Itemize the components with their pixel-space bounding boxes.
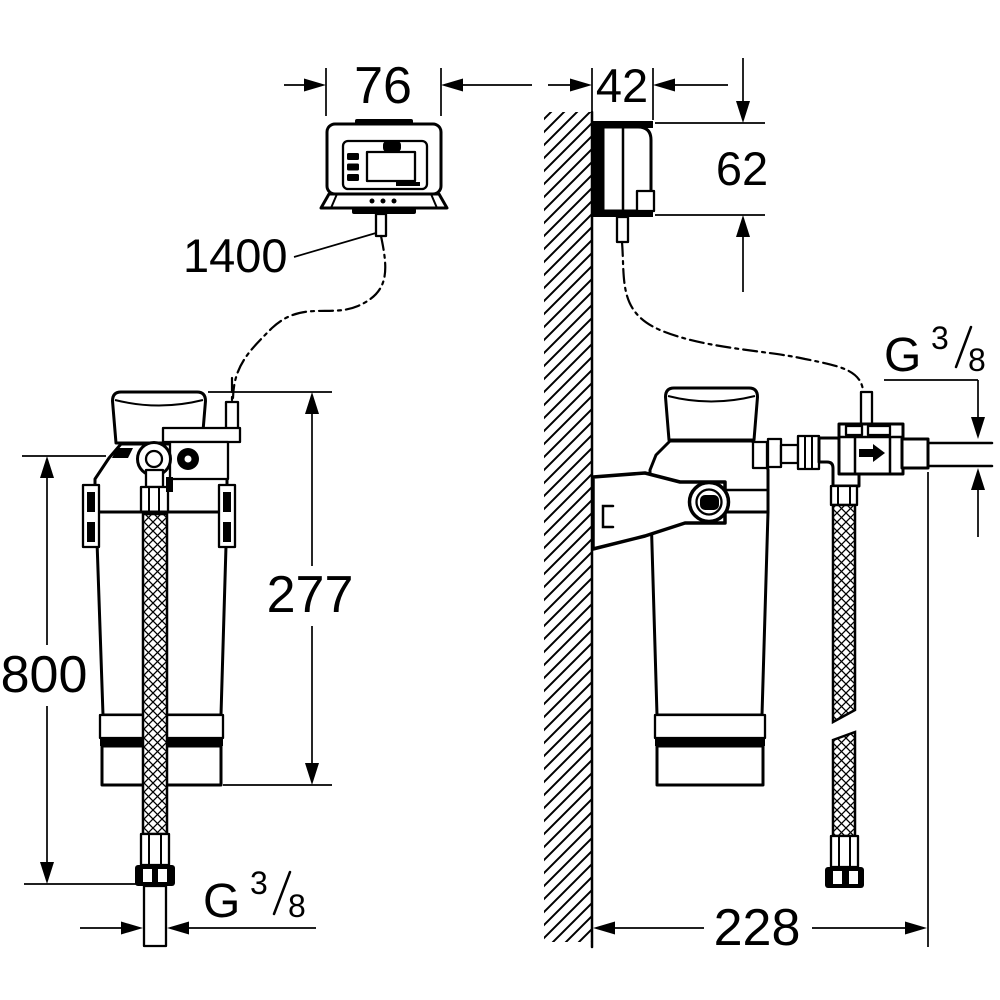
dimension-label-62: 62 [716,142,768,195]
arrowhead-up-icon [736,215,750,237]
dimension-label-228: 228 [714,899,801,957]
control-cable-side [620,240,865,392]
dimension-label-42: 42 [596,59,648,112]
connection-hex-nut [796,434,821,471]
wall-bracket [591,471,731,551]
hose-union-nut [135,865,175,886]
hose-end-pipe [142,884,168,948]
dimension-filter-height: 277 [208,391,354,786]
controller-side-view [592,121,656,244]
dimension-install-height: 800 [1,455,138,885]
arrowhead-left-icon [593,921,615,935]
arrowhead-left-icon [167,921,189,935]
controller-front-view [319,119,449,238]
thread-prefix: G [884,329,921,382]
arrowhead-up-icon [40,456,54,478]
arrowhead-right-icon [304,78,326,92]
button-icon [347,153,359,160]
hose-hex-nut [139,485,170,516]
sensor-dome-icon [383,141,401,152]
arrowhead-left-icon [441,78,463,92]
filter-clip-left [81,483,101,549]
flow-direction-arrow-icon [859,444,885,462]
dimension-label-1400: 1400 [183,229,288,282]
dimension-label-277: 277 [267,566,354,624]
label-cable-length: 1400 [183,229,377,282]
thread-denominator: 8 [288,888,306,924]
display-screen [365,150,417,183]
button-icon [347,174,359,181]
filter-body [649,510,770,717]
arrowhead-up-icon [971,468,985,490]
wall-hatching [544,112,592,942]
supply-hose-side-lower [831,730,857,838]
arrowhead-down-icon [40,862,54,884]
dimension-controller-width: 76 [284,57,532,116]
filter-clip-right [217,483,237,549]
filter-side-view [591,386,864,888]
arrowhead-down-icon [736,101,750,123]
thread-denominator: 8 [968,342,986,378]
supply-hose-side-upper [831,503,857,725]
arrowhead-down-icon [971,417,985,439]
thread-numerator: 3 [931,320,949,356]
angle-valve [837,390,994,476]
arrowhead-left-icon [653,78,675,92]
button-icon [347,163,359,171]
arrowhead-up-icon [305,392,319,414]
arrowhead-down-icon [305,763,319,785]
hose-union-nut [825,867,864,888]
cable-connector-stub [224,400,240,431]
arrowhead-right-icon [121,921,143,935]
thread-size-label-front: G 3 8 [80,865,316,935]
filter-cap [664,386,759,442]
filter-ring-band [655,738,765,746]
supply-hose-front [141,512,169,836]
dimension-label-800: 800 [1,646,88,704]
arrowhead-right-icon [905,921,927,935]
thread-size-label-side: G 3 8 [884,320,986,537]
dimension-controller-depth: 42 [548,59,728,120]
filter-front-view [81,390,242,948]
dimension-label-76: 76 [354,57,412,115]
wall-mount-plate [592,123,603,212]
cable-outlet-stub [615,215,630,244]
thread-numerator: 3 [250,865,268,901]
arrowhead-right-icon [570,78,592,92]
wall-section [544,110,594,949]
thread-prefix: G [203,875,240,928]
cable-outlet-stub [374,212,388,238]
valve-outlet [900,437,930,470]
dimension-controller-height: 62 [655,58,768,292]
cable-connector-stub [859,390,874,426]
dimension-side-offset: 228 [593,472,929,957]
